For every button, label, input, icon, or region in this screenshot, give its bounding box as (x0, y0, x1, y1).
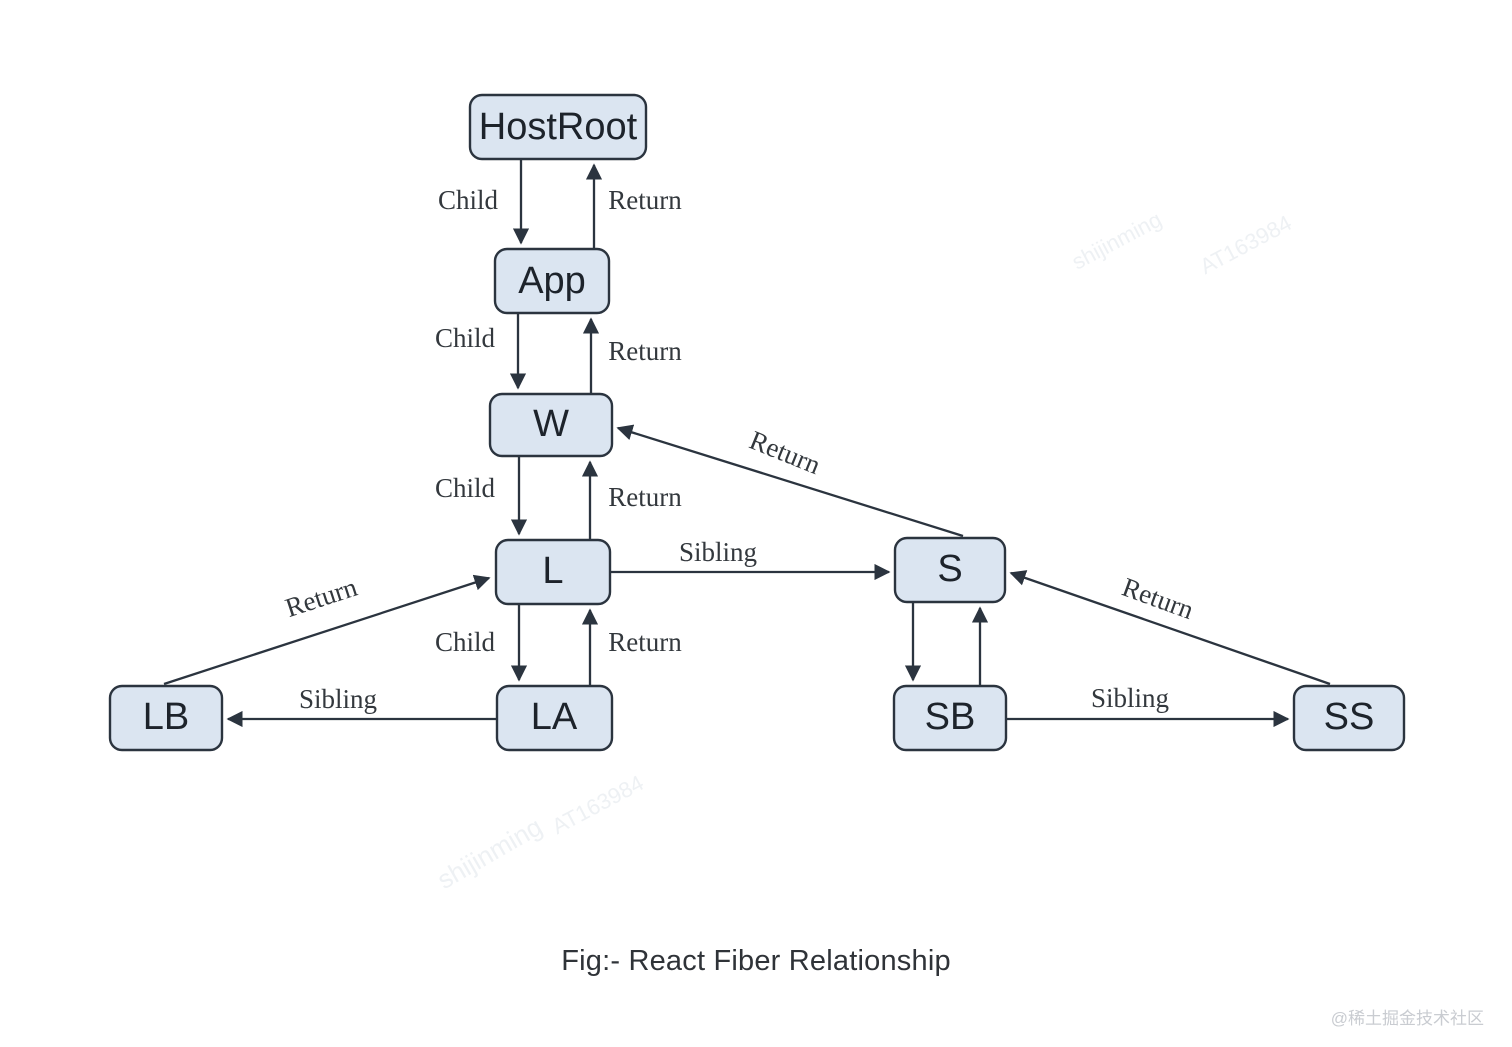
node-w-label: W (533, 403, 569, 445)
site-watermark: @稀土掘金技术社区 (1330, 1009, 1484, 1028)
node-la[interactable]: LA (495, 684, 614, 752)
node-ss-label: SS (1324, 696, 1375, 738)
edge-label-child-hostroot-app: Child (438, 185, 499, 215)
edge-label-return-l-w: Return (608, 482, 682, 512)
node-hostroot-label: HostRoot (479, 106, 638, 148)
edge-label-child-w-l: Child (435, 473, 496, 503)
edges-layer (163, 159, 1331, 728)
edge-label-return-ss-s: Return (1118, 572, 1198, 625)
node-w[interactable]: W (488, 392, 614, 458)
node-l[interactable]: L (494, 538, 612, 606)
edge-label-sibling-l-s: Sibling (679, 537, 757, 567)
edge-ss-s-return (1009, 570, 1331, 686)
edge-labels-layer: Child Return Child Return Child Return C… (282, 185, 1199, 714)
node-hostroot[interactable]: HostRoot (468, 93, 648, 161)
edge-label-return-la-l: Return (608, 627, 682, 657)
edge-label-return-lb-l: Return (282, 572, 362, 623)
edge-label-sibling-la-lb: Sibling (299, 684, 377, 714)
edge-label-return-w-app: Return (608, 336, 682, 366)
node-s-label: S (937, 548, 962, 590)
node-lb[interactable]: LB (108, 684, 224, 752)
node-l-label: L (542, 550, 563, 592)
edge-label-sibling-sb-ss: Sibling (1091, 683, 1169, 713)
node-ss[interactable]: SS (1292, 684, 1406, 752)
node-s[interactable]: S (893, 536, 1007, 604)
edge-label-return-app-hostroot: Return (608, 185, 682, 215)
figure-caption: Fig:- React Fiber Relationship (561, 945, 951, 977)
edge-label-child-l-la: Child (435, 627, 496, 657)
node-la-label: LA (531, 696, 578, 738)
node-app-label: App (518, 260, 586, 302)
node-lb-label: LB (143, 696, 189, 738)
nodes-layer: HostRoot App W L LA LB (108, 93, 1406, 752)
edge-lb-l-return (163, 574, 491, 686)
node-sb[interactable]: SB (892, 684, 1008, 752)
edge-s-w-return (616, 424, 964, 538)
node-sb-label: SB (925, 696, 976, 738)
node-app[interactable]: App (493, 247, 611, 315)
edge-label-child-app-w: Child (435, 323, 496, 353)
